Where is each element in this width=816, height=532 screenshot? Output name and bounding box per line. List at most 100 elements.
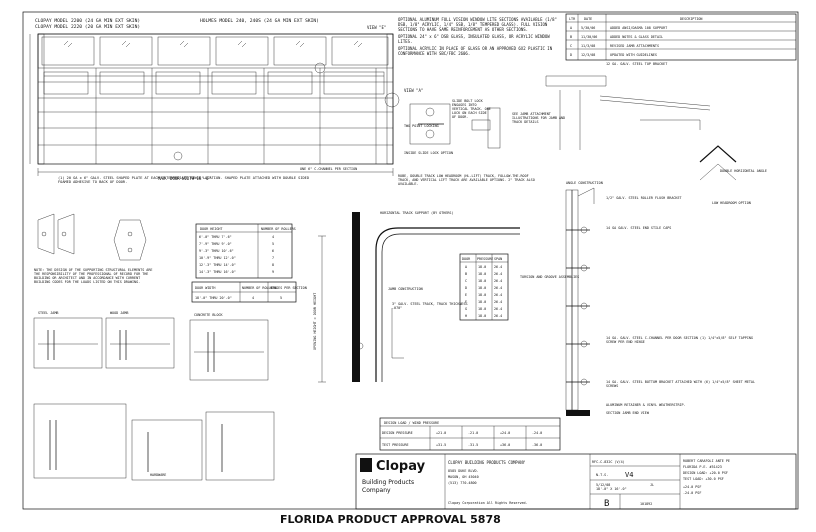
notes-galv_roller_bracket-text: 1/2" GALV. STEEL ROLLER FLUSH BRACKET (606, 196, 682, 200)
clopay-logo: Clopay (376, 459, 426, 474)
load_table-row2-0-text: TEST PRESSURE (382, 443, 409, 447)
rev-a-date: 5/30/06 (581, 26, 595, 30)
double-horizontal-label: DOUBLE HORIZONTAL ANGLE (720, 169, 767, 173)
florida-approval-title: FLORIDA PRODUCT APPROVAL 5878 (280, 513, 501, 526)
pressure_table-rows-3-0-text: D (465, 286, 467, 290)
pressure_table-rows-5-2-text: 26.4 (494, 300, 502, 304)
door-elevation (29, 33, 400, 176)
torsion-label: TORSION AND GROOVE ASSEMBLIES (520, 275, 579, 279)
door_table-rows-5-0-text: 14'-3" THRU 16'-0" (199, 270, 236, 274)
width_table-headers-2-text: HINGES PER SECTION (270, 286, 307, 290)
company-name: CLOPAY BUILDING PRODUCTS COMPANY (448, 460, 526, 465)
roller-flush-bracket-note: 1/2" GALV. STEEL ROLLER FLUSH BRACKET (606, 196, 682, 200)
c-channel-label: ONE 6" C-CHANNEL PER SECTION (300, 167, 357, 171)
door_table-rows-4-1-text: 8 (272, 263, 274, 267)
pressure_table-rows-2-1-text: 18.0 (478, 279, 486, 283)
rev-a-ltr: A (570, 26, 572, 30)
load_table-row2-1-text: +31.5 (436, 443, 446, 447)
pressure_table-rows-1-0-text: B (465, 272, 467, 276)
horizontal-plate-note: (1) 20 GA x 6" GALV. STEEL SHAPED PLATE … (58, 176, 309, 185)
notes-horizontal_plate-text: (1) 20 GA x 6" GALV. STEEL SHAPED PLATE … (58, 176, 309, 185)
title_block-engineer_1-text: ROBERT CARAFOLI ANTE PE (683, 459, 730, 463)
rev-a-desc: ADDED ANSI/DASMA 108 SUPPORT (610, 26, 667, 30)
pressure_table-rows-7-0-text: H (465, 314, 467, 318)
clopay-logo-mark (360, 458, 372, 472)
pressure_table-rows-0-0-text: A (465, 265, 467, 269)
jamb-construction-label: JAMB CONSTRUCTION (388, 287, 423, 291)
view-e-label: VIEW "E" (367, 25, 386, 30)
slide-bolt-note: SLIDE BOLT LOCK ENGAGES INTO VERTICAL TR… (452, 99, 491, 119)
width_table-rows-0-1-text: 4 (252, 296, 254, 300)
width_table-headers-0-text: DOOR WIDTH (195, 286, 215, 290)
door-height-col2: NUMBER OF ROLLERS (261, 227, 296, 231)
rev-d-desc: UPDATED WITH GUIDELINES (610, 53, 657, 57)
head-section-detail (545, 75, 737, 181)
pressure_table-headers-2-text: SPAN (494, 257, 502, 261)
notes-c_channel_2-text: 14 GA. GALV. STEEL C-CHANNEL PER DOOR SE… (606, 336, 753, 344)
pressure_table-rows-2-0-text: C (465, 279, 467, 283)
pressure_table-rows-3-2-text: 26.4 (494, 286, 502, 290)
load_table-row2-3-text: +36.0 (500, 443, 510, 447)
door-height-title: DOOR HEIGHT (200, 227, 222, 231)
model-line-2: CLOPAY MODEL 2220 (20 GA MIN EXT SKIN) (35, 24, 140, 30)
pressure_table-headers-0-text: DOOR (462, 257, 471, 261)
title_block-size_label-text: 18'-0" X 16'-0" (596, 487, 627, 491)
door_table-rows-0-0-text: 6'-0" THRU 7'-6" (199, 235, 232, 239)
notes-slide_bolt-text: SLIDE BOLT LOCK ENGAGES INTO VERTICAL TR… (452, 99, 491, 119)
end-stile-note: 14 GA GALV. STEEL END STILE CAPS (606, 226, 672, 230)
notes-strut-text: 12 GA. GALV. STEEL TOP BRACKET (606, 62, 668, 66)
see-jamb-note: SEE JAMB ATTACHMENT ILLUSTRATIONS FOR JA… (512, 112, 565, 124)
title_block-address_2-text: MASON, OH 45040 (448, 475, 479, 479)
pressure_table-rows-4-2-text: 26.4 (494, 293, 502, 297)
width_table-headers-1-text: NUMBER OF ROLLERS (242, 286, 277, 290)
hinge-details (37, 213, 147, 261)
pressure_table-rows-2-2-text: 26.4 (494, 279, 502, 283)
glazing-note-3: OPTIONAL ACRYLIC IN PLACE OF GLASS OR AN… (398, 46, 553, 56)
pressure_table-rows-0-2-text: 26.4 (494, 265, 502, 269)
pressure_table-rows-5-1-text: 18.0 (478, 300, 486, 304)
door_table-rows-2-0-text: 9'-3" THRU 10'-6" (199, 249, 234, 253)
door-height-table: DOOR HEIGHT NUMBER OF ROLLERS 6'-0" THRU… (195, 223, 296, 279)
title_block-engineer_2-text: FLORIDA P.E. #51423 (683, 465, 722, 469)
pressure_table-rows-3-1-text: 18.0 (478, 286, 486, 290)
revision-table: LTR DATE DESCRIPTION A 5/30/06 ADDED ANS… (565, 13, 797, 61)
design-load-table: DESIGN LOAD / WIND PRESSURE DESIGN PRESS… (379, 417, 561, 451)
drawing-number: RFC-C-832C (V/4) (592, 460, 625, 464)
pressure_table-rows-0-1-text: 18.0 (478, 265, 486, 269)
load_table-row2-2-text: -31.5 (468, 443, 478, 447)
hardware-label: HARDWARE (150, 473, 166, 477)
rev-c-desc: REVISED JAMB ATTACHMENTS (610, 44, 659, 48)
pressure_table-rows-6-1-text: 18.0 (478, 307, 486, 311)
track-thickness-note: 3" GALV. STEEL TRACK, TRACK THICKNESS .0… (392, 302, 468, 310)
door_table-rows-1-1-text: 5 (272, 242, 274, 246)
title_block-phone-text: (513) 770-4800 (448, 481, 477, 485)
slide-lock-detail (409, 103, 501, 149)
glazing-notes: OPTIONAL ALUMINUM FULL VISION WINDOW LIT… (398, 17, 557, 56)
door_table-rows-4-0-text: 12'-3" THRU 14'-0" (199, 263, 236, 267)
notes-note_design-text: NOTE: THE DESIGN OF THE SUPPORTING STRUC… (34, 268, 153, 284)
glazing-note-2: OPTIONAL 24" x 6" DSB GLASS, INSULATED G… (398, 34, 550, 44)
notes-horiz_track_note-text: ROBE, DOUBLE TRACK LOW HEADROOM (HL-LIFT… (398, 174, 535, 187)
pressure_table-rows-6-2-text: 26.4 (494, 307, 502, 311)
two-point-label: TWO POINT LOCKING (404, 124, 439, 128)
title_block-date-text: 5/12/08 (596, 483, 610, 487)
width_table-rows-0-0-text: 18'-0" THRU 20'-0" (195, 296, 232, 300)
opening-height-label: OPENING HEIGHT = DOOR HEIGHT (313, 293, 317, 350)
bottom-bracket-note: 14 GA. GALV. STEEL BOTTOM BRACKET ATTACH… (606, 380, 755, 388)
concrete-block-label: CONCRETE BLOCK (194, 313, 224, 317)
window-lites (41, 36, 389, 66)
inside-slide-label: INSIDE SLIDE LOCK OPTION (404, 151, 453, 155)
pressure_table-rows-4-0-text: E (465, 293, 467, 297)
load_table-row1-2-text: -21.0 (468, 431, 478, 435)
pressure_table-rows-6-0-text: G (465, 307, 467, 311)
notes-fourteen_ga-text: 14 GA GALV. STEEL END STILE CAPS (606, 226, 672, 230)
low-headroom-label: LOW HEADROOM OPTION (712, 201, 751, 205)
design-note: NOTE: THE DESIGN OF THE SUPPORTING STRUC… (34, 268, 153, 284)
door_table-rows-2-1-text: 6 (272, 249, 274, 253)
rev-d-date: 12/3/08 (581, 53, 595, 57)
title_block-test_load-text: TEST LOAD: +30.0 PSF (683, 477, 724, 481)
title_block-logo_sub_1-text: Building Products (362, 479, 414, 486)
max-door-width-label: MAX. DOOR WIDTH 18'-0" (158, 176, 211, 181)
